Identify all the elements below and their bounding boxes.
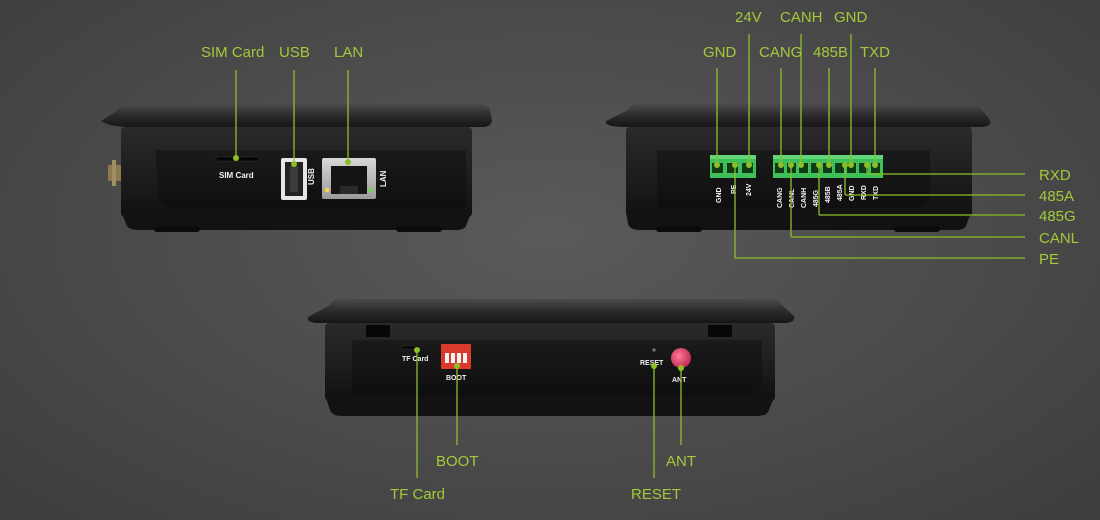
lan-port (322, 158, 376, 199)
leader-dots (233, 155, 878, 371)
485a-printed-label: 485A (837, 184, 844, 201)
back-device: TF Card BOOT RESET ANT (307, 299, 795, 416)
rxd-callout: RXD (1039, 167, 1071, 184)
gnd-top-callout: GND (834, 9, 868, 26)
gnd-printed-label: GND (716, 187, 723, 203)
lan-callout: LAN (334, 44, 363, 61)
front-device: SIM Card USB LAN (101, 104, 492, 232)
canh-printed-label: CANH (801, 188, 808, 208)
boot-callout: BOOT (436, 453, 479, 470)
485b-printed-label: 485B (825, 186, 832, 203)
cang-callout: CANG (759, 44, 802, 61)
485a-callout: 485A (1039, 188, 1074, 205)
reset-printed-label: RESET (640, 360, 664, 367)
reset-callout: RESET (631, 486, 681, 503)
ant-callout: ANT (666, 453, 696, 470)
tf-card-printed-label: TF Card (402, 356, 428, 363)
antenna-connector (671, 348, 691, 368)
leader-lines (235, 34, 1025, 478)
canh-callout: CANH (780, 9, 823, 26)
power-terminal-block (710, 155, 756, 178)
tf-card-slot (401, 345, 421, 350)
ant-printed-label: ANT (672, 377, 687, 384)
boot-dip-switch (441, 344, 471, 369)
sim-card-printed-label: SIM Card (219, 171, 254, 180)
usb-callout: USB (279, 44, 310, 61)
cang-printed-label: CANG (777, 187, 784, 208)
485g-callout: 485G (1039, 208, 1076, 225)
24v-printed-label: 24V (746, 183, 753, 196)
gnd-callout: GND (703, 44, 737, 61)
24v-callout: 24V (735, 9, 762, 26)
gnd2-printed-label: GND (849, 185, 856, 201)
reset-button (652, 348, 656, 352)
canl-callout: CANL (1039, 230, 1079, 247)
sim-card-callout: SIM Card (201, 44, 264, 61)
txd-callout: TXD (860, 44, 890, 61)
txd-printed-label: TXD (873, 186, 880, 200)
485b-callout: 485B (813, 44, 848, 61)
canl-printed-label: CANL (789, 188, 796, 208)
485g-printed-label: 485G (813, 189, 820, 207)
usb-port (281, 158, 307, 200)
lan-printed-label: LAN (379, 170, 388, 187)
usb-printed-label: USB (307, 168, 316, 185)
rxd-printed-label: RXD (861, 185, 868, 200)
tf-card-callout: TF Card (390, 486, 445, 503)
terminal-device: GND PE 24V CANG CANL CANH 485G 485B 485A… (605, 104, 991, 232)
pe-callout: PE (1039, 251, 1059, 268)
callout-labels: SIM Card USB LAN 24V CANH GND GND CANG 4… (201, 9, 1079, 503)
